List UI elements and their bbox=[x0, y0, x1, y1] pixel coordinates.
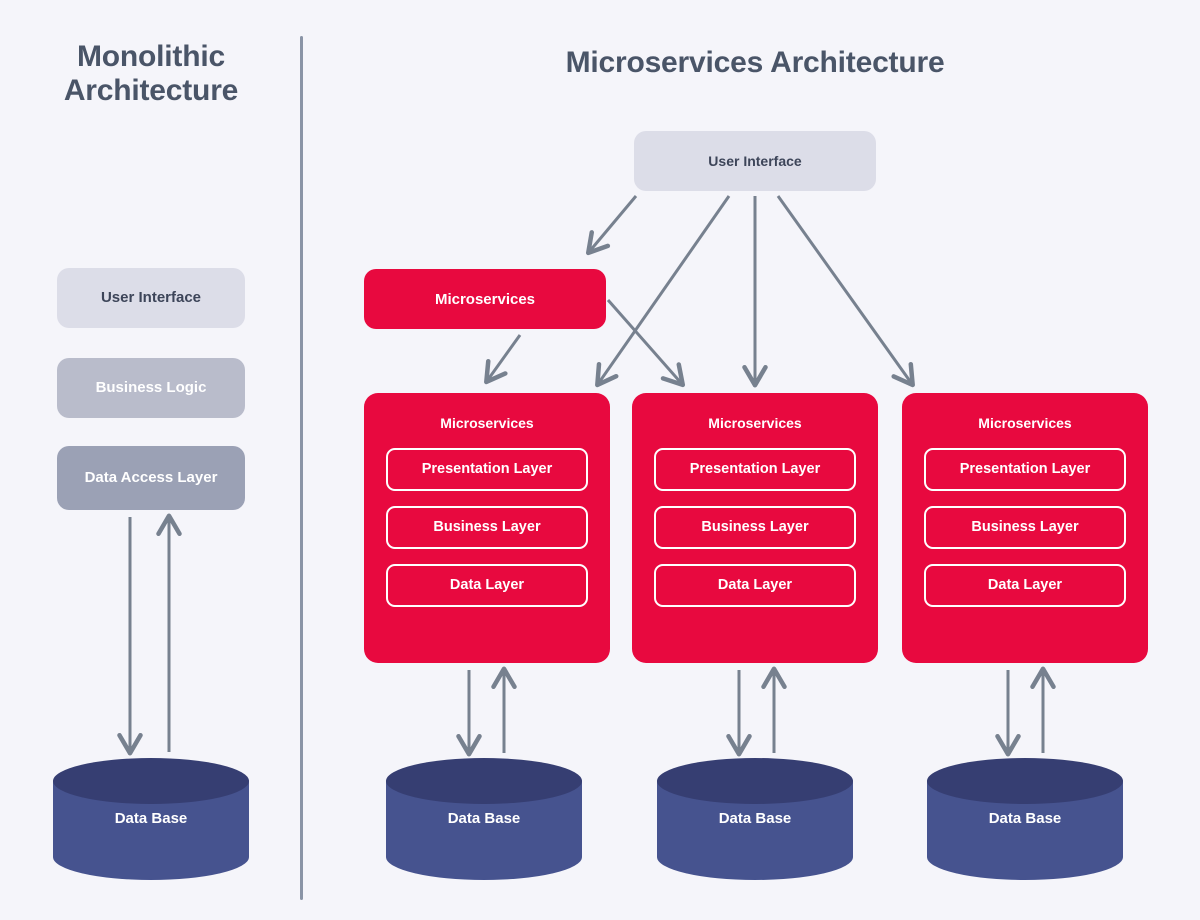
layer-data[interactable]: Data Layer bbox=[386, 564, 588, 607]
microservice-card-title: Microservices bbox=[440, 415, 534, 431]
microservice-card[interactable]: Microservices Presentation Layer Busines… bbox=[902, 393, 1148, 663]
database-cylinder-top bbox=[657, 758, 853, 804]
arrow-pill-to-card1 bbox=[484, 334, 522, 385]
database-microservice-2[interactable]: Data Base bbox=[657, 758, 853, 880]
layer-presentation[interactable]: Presentation Layer bbox=[924, 448, 1126, 491]
microservice-card-title: Microservices bbox=[978, 415, 1072, 431]
database-microservice-2-label: Data Base bbox=[718, 810, 792, 827]
microservice-card-title: Microservices bbox=[708, 415, 802, 431]
arrow-pill-to-card2 bbox=[606, 299, 686, 388]
micro-user-interface-label: User Interface bbox=[708, 153, 802, 169]
micro-user-interface-box[interactable]: User Interface bbox=[634, 131, 876, 191]
microservices-gateway-pill[interactable]: Microservices bbox=[364, 269, 606, 329]
layer-presentation[interactable]: Presentation Layer bbox=[386, 448, 588, 491]
layer-business[interactable]: Business Layer bbox=[924, 506, 1126, 549]
database-cylinder-top bbox=[927, 758, 1123, 804]
database-monolithic-label: Data Base bbox=[114, 810, 188, 827]
database-monolithic[interactable]: Data Base bbox=[53, 758, 249, 880]
microservices-title: Microservices Architecture bbox=[565, 46, 945, 79]
microservices-gateway-pill-label: Microservices bbox=[434, 290, 536, 308]
layer-data[interactable]: Data Layer bbox=[654, 564, 856, 607]
database-cylinder-top bbox=[53, 758, 249, 804]
mono-box-user-interface-label: User Interface bbox=[100, 288, 202, 306]
arrow-ui-to-card3 bbox=[776, 195, 915, 388]
layer-presentation[interactable]: Presentation Layer bbox=[654, 448, 856, 491]
database-microservice-1-label: Data Base bbox=[447, 810, 521, 827]
mono-box-user-interface[interactable]: User Interface bbox=[57, 268, 245, 328]
microservice-card[interactable]: Microservices Presentation Layer Busines… bbox=[632, 393, 878, 663]
database-cylinder-top bbox=[386, 758, 582, 804]
mono-box-business-logic-label: Business Logic bbox=[95, 378, 207, 396]
panel-divider bbox=[300, 36, 303, 900]
database-microservice-1[interactable]: Data Base bbox=[386, 758, 582, 880]
database-microservice-3-label: Data Base bbox=[988, 810, 1062, 827]
microservice-card[interactable]: Microservices Presentation Layer Busines… bbox=[364, 393, 610, 663]
arrow-ui-to-card1 bbox=[595, 195, 731, 388]
layer-business[interactable]: Business Layer bbox=[386, 506, 588, 549]
layer-data[interactable]: Data Layer bbox=[924, 564, 1126, 607]
arrow-ui-to-pill bbox=[585, 195, 638, 256]
layer-business[interactable]: Business Layer bbox=[654, 506, 856, 549]
database-microservice-3[interactable]: Data Base bbox=[927, 758, 1123, 880]
monolithic-title: Monolithic Architecture bbox=[63, 40, 239, 107]
mono-box-business-logic[interactable]: Business Logic bbox=[57, 358, 245, 418]
mono-box-data-access-layer[interactable]: Data Access Layer bbox=[57, 446, 245, 510]
mono-box-data-access-layer-label: Data Access Layer bbox=[84, 468, 218, 486]
